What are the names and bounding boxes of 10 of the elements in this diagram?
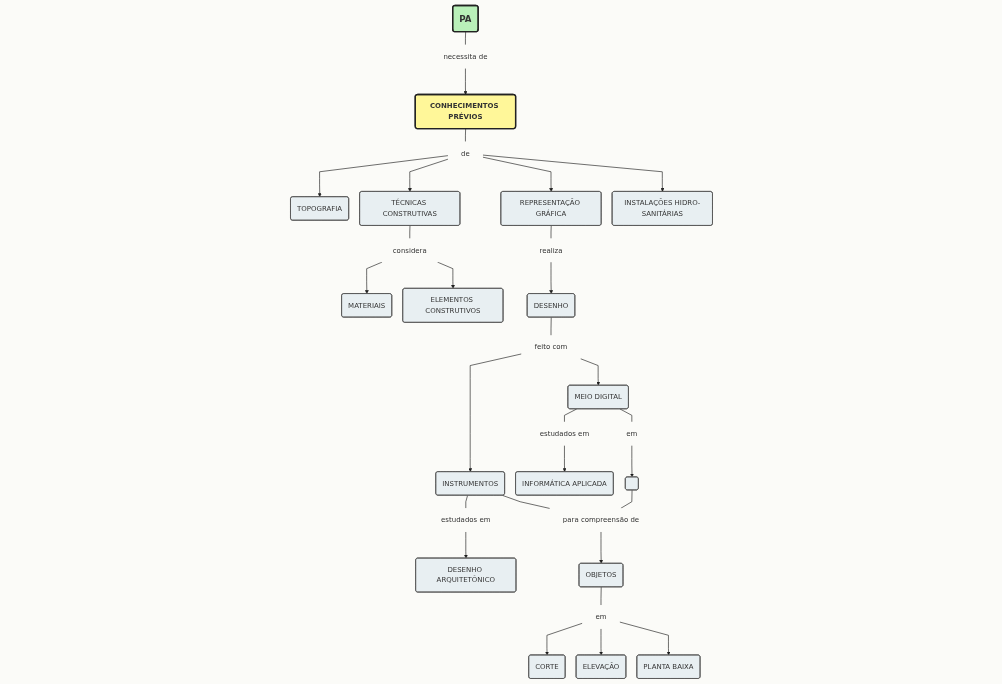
connector [550, 225, 552, 239]
connector [465, 495, 468, 509]
connector [464, 128, 466, 142]
connector [408, 225, 410, 239]
connector [600, 586, 602, 606]
connector [619, 408, 632, 423]
connector [550, 317, 552, 336]
connector [501, 495, 550, 509]
connector [464, 31, 466, 46]
connector [563, 408, 577, 423]
